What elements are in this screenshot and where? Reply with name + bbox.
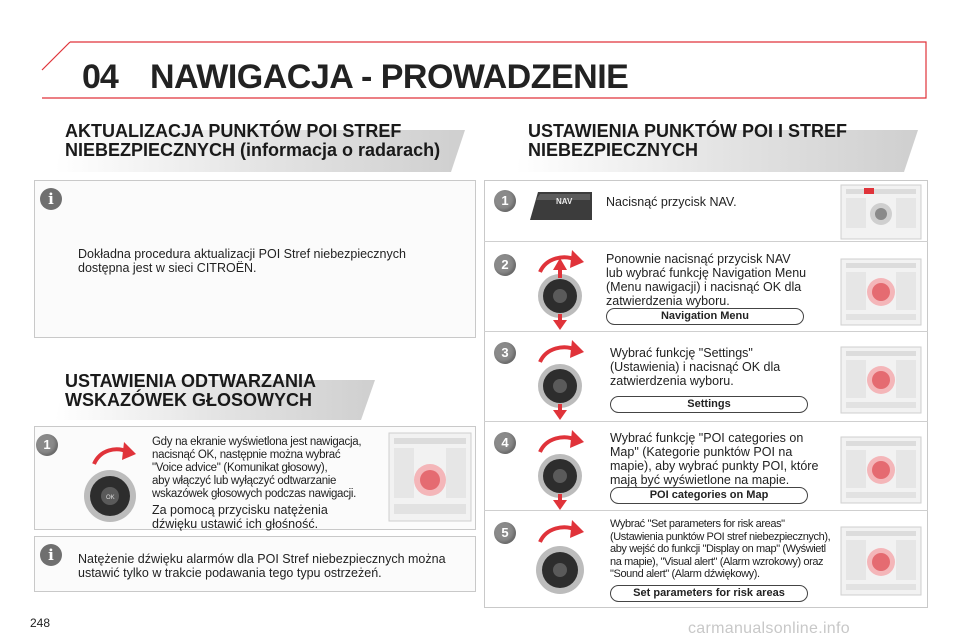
section-voice-heading: USTAWIENIA ODTWARZANIA WSKAZÓWEK GŁOSOWY…: [55, 362, 385, 422]
section-poi-update-title-line2: NIEBEZPIECZNYCH (informacja o radarach): [65, 139, 441, 160]
divider: [484, 331, 928, 332]
step-badge-2: 2: [494, 254, 516, 276]
step-4-text: Wybrać funkcję "POI categories on Map" (…: [610, 431, 819, 487]
nav-button-illustration: [530, 192, 592, 220]
heading-banner: [55, 130, 465, 172]
page-title: NAWIGACJA - PROWADZENIE: [150, 58, 629, 96]
section-poi-settings-title-line2: NIEBEZPIECZNYCH: [528, 139, 699, 160]
info-box-poi-update: [34, 180, 476, 338]
step-5-text: Wybrać "Set parameters for risk areas" (…: [610, 518, 831, 581]
heading-banner: [55, 380, 375, 420]
poi-categories-pill: POI categories on Map: [610, 487, 808, 504]
step-2-text: Ponownie nacisnąć przycisk NAV lub wybra…: [606, 252, 807, 308]
page-number: 248: [30, 616, 51, 630]
divider: [484, 241, 928, 242]
heading-banner: [516, 130, 918, 172]
control-knob-illustration: [538, 340, 584, 420]
control-knob-illustration: OK: [84, 442, 136, 522]
section-poi-update-heading: AKTUALIZACJA PUNKTÓW POI STREF NIEBEZPIE…: [55, 112, 475, 174]
radio-panel-thumbnail: [388, 432, 472, 522]
radio-panel-thumbnail: [840, 258, 922, 326]
step-badge-4: 4: [494, 432, 516, 454]
step-badge-1: 1: [494, 190, 516, 212]
section-poi-update-title-line1: AKTUALIZACJA PUNKTÓW POI STREF: [65, 121, 402, 141]
step-badge-3: 3: [494, 342, 516, 364]
chapter-number: 04: [82, 58, 119, 96]
control-knob-illustration: [538, 250, 584, 330]
voice-step-text: Gdy na ekranie wyświetlona jest nawigacj…: [152, 436, 362, 500]
section-poi-settings-heading: USTAWIENIA PUNKTÓW POI I STREF NIEBEZPIE…: [516, 112, 928, 174]
info-text-poi-update: Dokładna procedura aktualizacji POI Stre…: [78, 247, 406, 275]
section-voice-title-line2: WSKAZÓWEK GŁOSOWYCH: [65, 389, 312, 410]
step-3-text: Wybrać funkcję "Settings" (Ustawienia) i…: [610, 346, 781, 388]
info-icon: i: [40, 544, 62, 566]
step-1-text: Nacisnąć przycisk NAV.: [606, 195, 737, 209]
info-icon: i: [40, 188, 62, 210]
section-voice-title-line1: USTAWIENIA ODTWARZANIA: [65, 371, 316, 391]
control-knob-illustration: [538, 430, 584, 510]
header-frame: [41, 41, 927, 99]
navigation-menu-pill: Navigation Menu: [606, 308, 804, 325]
risk-areas-pill: Set parameters for risk areas: [610, 585, 808, 602]
svg-text:OK: OK: [106, 495, 115, 501]
step-badge-1: 1: [36, 434, 58, 456]
step-badge-5: 5: [494, 522, 516, 544]
radio-panel-thumbnail: [840, 346, 922, 414]
control-knob-illustration: [536, 520, 584, 594]
divider: [484, 421, 928, 422]
radio-panel-thumbnail: [840, 526, 922, 596]
nav-button-label: NAV: [556, 197, 573, 206]
voice-step-volume-text: Za pomocą przycisku natężenia dźwięku us…: [152, 503, 328, 531]
radio-panel-thumbnail: [840, 436, 922, 504]
settings-pill: Settings: [610, 396, 808, 413]
divider: [484, 510, 928, 511]
watermark: carmanualsonline.info: [688, 620, 850, 637]
section-poi-settings-title-line1: USTAWIENIA PUNKTÓW POI I STREF: [528, 121, 847, 141]
radio-panel-thumbnail: [840, 184, 922, 240]
info-text-alarm-volume: Natężenie dźwięku alarmów dla POI Stref …: [78, 552, 446, 580]
info-box-alarm-volume: [34, 536, 476, 592]
